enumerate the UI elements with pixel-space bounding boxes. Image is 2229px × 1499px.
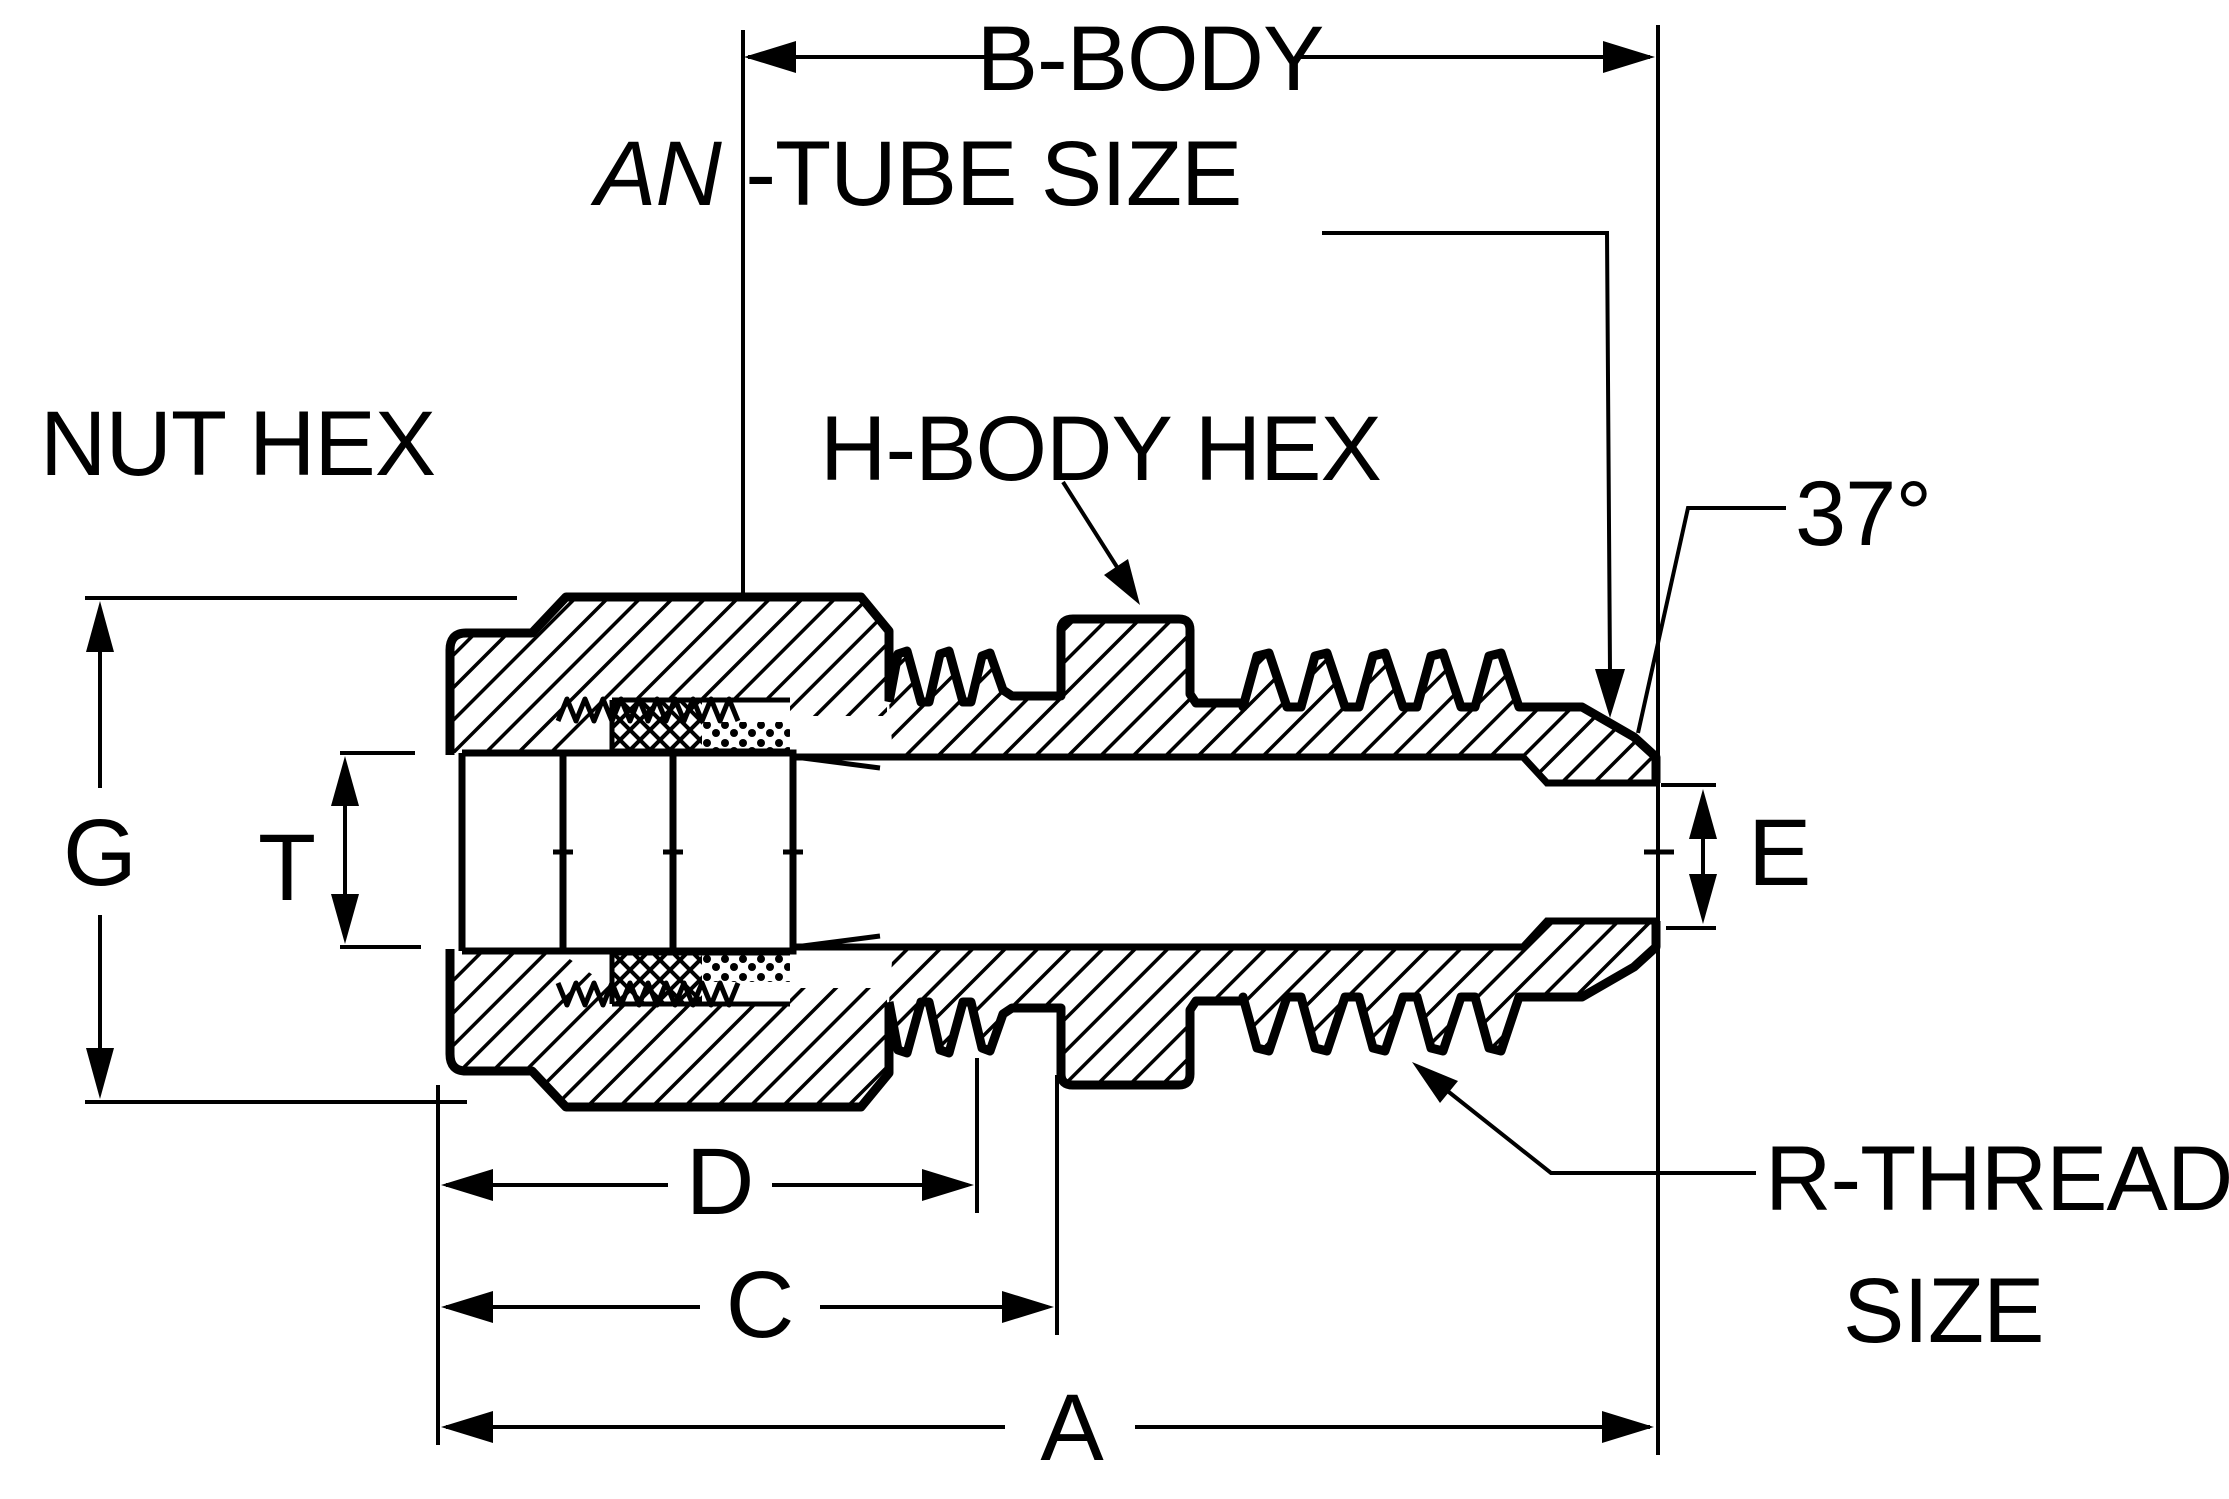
tube-cone-top (794, 754, 881, 771)
label-d: D (686, 1129, 755, 1235)
dim-t: T (258, 751, 421, 949)
ferrule-section (609, 697, 790, 1007)
body-profile-top (884, 614, 1661, 783)
label-b-body: B-BODY (977, 8, 1324, 110)
angle-37-leader-line (1636, 506, 1786, 734)
a-arrow-right (1602, 1411, 1654, 1443)
c-arrow-right (1002, 1291, 1054, 1323)
b-body-arrow-left (744, 41, 796, 73)
body-hatch-bottom (889, 921, 1656, 1085)
h-body-hex-leader-line (1061, 480, 1126, 580)
h-body-hex-arrowhead (1104, 559, 1140, 605)
dim-d: D (441, 1058, 979, 1235)
b-body-arrow-right (1603, 41, 1655, 73)
bore-bottom (462, 917, 1656, 955)
a-arrow-left (441, 1411, 493, 1443)
body-outline (884, 614, 1661, 1090)
label-an-rest: -TUBE SIZE (721, 123, 1242, 225)
label-e: E (1748, 800, 1811, 906)
c-arrow-left (441, 1291, 493, 1323)
e-arrow-up (1689, 789, 1717, 839)
label-an-tube-size: AN -TUBE SIZE (590, 123, 1241, 225)
ferrule-top-dots (702, 722, 790, 750)
nut-profile-top (445, 592, 894, 755)
r-thread-arrowhead (1412, 1062, 1458, 1103)
g-arrow-up (86, 601, 114, 652)
leader-h-body-hex: H-BODY HEX (820, 398, 1382, 605)
dim-g: G (63, 601, 137, 1099)
tube-cone-bottom (794, 933, 881, 950)
label-h-body-hex: H-BODY HEX (820, 398, 1381, 500)
t-arrow-down (331, 894, 359, 944)
label-t: T (258, 815, 316, 921)
body-section-hatch (889, 619, 1656, 1085)
dim-e: E (1661, 783, 1811, 930)
g-arrow-down (86, 1048, 114, 1099)
label-a: A (1040, 1375, 1104, 1481)
label-angle-37: 37° (1795, 463, 1931, 565)
leader-an-tube-size: AN -TUBE SIZE (590, 123, 1625, 718)
nut-profile-bottom (445, 949, 894, 1112)
dim-a: A (441, 1375, 1654, 1481)
nut-internal-threads-top (555, 696, 741, 724)
leader-angle-37: 37° (1636, 463, 1932, 734)
label-nut-hex: NUT HEX (40, 393, 435, 495)
leader-r-thread-size: R-THREAD SIZE (1412, 1062, 2229, 1362)
t-arrow-up (331, 756, 359, 806)
dim-b-body: B-BODY (741, 8, 1660, 1455)
label-g: G (63, 800, 137, 906)
bore-lines (458, 749, 1674, 955)
d-arrow-left (441, 1169, 493, 1201)
body-profile-bottom (884, 921, 1661, 1090)
nut-internal-threads-bottom (555, 980, 741, 1008)
d-arrow-right (922, 1169, 974, 1201)
r-thread-leader-line (1438, 1083, 1756, 1175)
label-c: C (726, 1252, 795, 1358)
label-r-thread-size: SIZE (1843, 1260, 2043, 1362)
label-an-italic: AN (590, 123, 722, 225)
bore-top (462, 749, 1656, 787)
note-nut-hex: NUT HEX (40, 393, 517, 1104)
an-leader-line (1322, 231, 1612, 673)
nut-outline (445, 592, 894, 1112)
e-arrow-down (1689, 874, 1717, 924)
dim-c: C (436, 1075, 1059, 1445)
body-hatch-top (889, 619, 1656, 783)
an-leader-arrowhead (1595, 669, 1625, 718)
ferrule-bottom-dots (702, 954, 790, 982)
label-r-thread: R-THREAD (1765, 1128, 2229, 1230)
